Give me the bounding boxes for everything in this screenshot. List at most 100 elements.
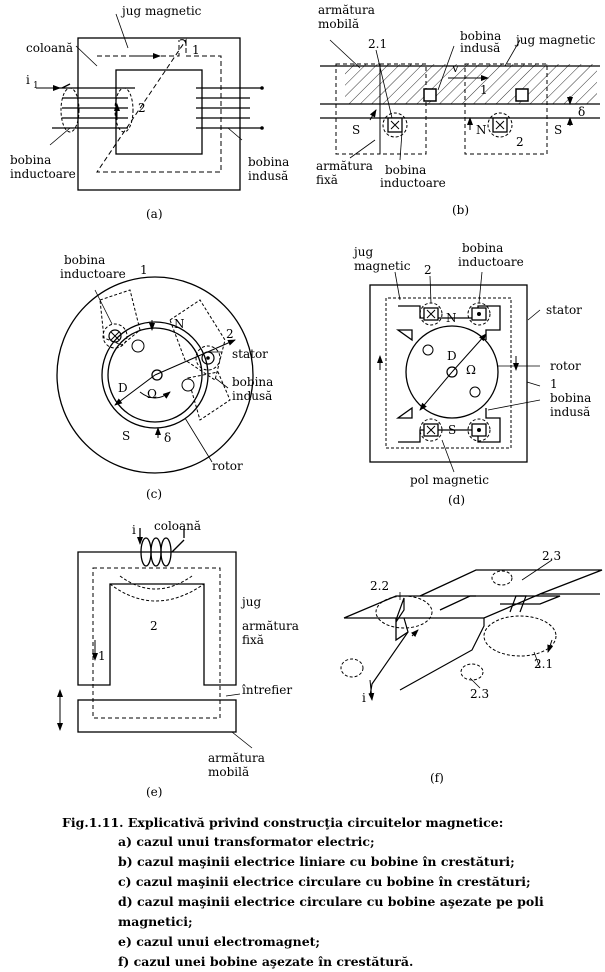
label-pole-n: N (446, 311, 457, 325)
label-pole-magnetic: pol magnetic (410, 473, 489, 487)
label-mark-2-3a: 2.3 (542, 549, 561, 563)
label-induced-2: indusă (550, 405, 590, 419)
panel-a-transformer: jug magnetic coloană i 1 1 2 bobina indu… (10, 4, 289, 221)
label-mark-1: 1 (550, 377, 558, 391)
label-inductor-2: inductoare (458, 255, 524, 269)
label-velocity: v (451, 61, 459, 75)
panel-c-rotary-machine: bobina inductoare 1 N 2 stator bobina in… (56, 253, 273, 501)
label-mobile-2: mobilă (208, 765, 249, 779)
panel-e-tag: (e) (146, 785, 162, 799)
caption-item-d: d) cazul maşinii electrice circulare cu … (118, 894, 544, 929)
panel-c-tag: (c) (146, 487, 162, 501)
label-inductor-1: bobina (10, 153, 51, 167)
label-delta: δ (164, 431, 171, 445)
caption-title: Fig.1.11. Explicativă privind construcţi… (62, 815, 504, 830)
label-rotor: rotor (212, 459, 243, 473)
label-mark-1: 1 (98, 649, 106, 663)
label-omega: Ω (147, 387, 157, 401)
label-mark-2-1: 2.1 (534, 657, 553, 671)
figure-drawing: jug magnetic coloană i 1 1 2 bobina indu… (10, 3, 603, 799)
label-jug-magnetic: jug magnetic (120, 4, 202, 18)
panel-d-tag: (d) (448, 493, 465, 507)
flux-path-1 (96, 38, 222, 173)
panel-d-salient-pole-machine: jug magnetic 2 bobina inductoare stator … (352, 241, 591, 507)
label-fixed-2: fixă (242, 633, 264, 647)
label-inductor-1: bobina (385, 163, 426, 177)
label-mark-2-2: 2.2 (370, 579, 389, 593)
label-pole-n: N (476, 123, 487, 137)
mobile-armature (345, 64, 597, 104)
label-induced-1: bobina (248, 155, 289, 169)
label-jug-1: jug (352, 245, 373, 259)
label-mark-1: 1 (192, 43, 200, 57)
label-mark-1: 1 (480, 83, 488, 97)
label-mobile-2: mobilă (318, 17, 359, 31)
panel-e-electromagnet: coloană i jug armătura fixă 2 1 întrefie… (57, 519, 299, 799)
panel-b-tag: (b) (452, 203, 469, 217)
slot-conductor (423, 88, 437, 102)
label-fixed-2: fixă (316, 173, 338, 187)
slot-conductor (515, 88, 529, 102)
label-pole-s1: S (352, 123, 360, 137)
label-omega: Ω (466, 363, 476, 377)
label-pole-s2: S (554, 123, 562, 137)
label-induced-1: bobina (550, 391, 591, 405)
label-inductor-2: inductoare (10, 167, 76, 181)
panel-a-tag: (a) (146, 207, 163, 221)
label-jug-magnetic: jug magnetic (514, 33, 596, 47)
stator-yoke (369, 284, 528, 463)
secondary-coil (196, 87, 262, 129)
mobile-armature (77, 699, 237, 733)
label-mark-2: 2 (150, 619, 158, 633)
label-mark-2: 2 (424, 263, 432, 277)
label-mark-2: 2 (138, 101, 146, 115)
label-inductor-1: bobina (462, 241, 503, 255)
caption-item-a: a) cazul unui transformator electric; (118, 834, 375, 849)
label-gap: întrefier (242, 683, 292, 697)
label-delta: δ (578, 105, 585, 119)
label-induced-1: bobina (232, 375, 273, 389)
label-fixed-1: armătura (316, 159, 373, 173)
label-induced-2: indusă (248, 169, 288, 183)
label-current: i (362, 691, 366, 705)
label-diameter: D (447, 349, 457, 363)
label-inductor-2: inductoare (60, 267, 126, 281)
label-mark-2-1: 2.1 (368, 37, 387, 51)
label-induced-2: indusă (460, 41, 500, 55)
label-mark-2: 2 (226, 327, 234, 341)
caption-item-c: c) cazul maşinii electrice circulare cu … (118, 874, 531, 889)
label-current: i (26, 73, 30, 87)
label-induced-1: bobina (460, 29, 501, 43)
label-pole-n: N (174, 317, 185, 331)
caption-item-f: f) cazul unei bobine aşezate în crestătu… (118, 954, 414, 969)
bottom-pole (395, 406, 501, 443)
caption-item-b: b) cazul maşinii electrice liniare cu bo… (118, 854, 515, 869)
label-mark-2-3b: 2.3 (470, 687, 489, 701)
rotor (405, 325, 499, 419)
label-current: i (132, 523, 136, 537)
primary-coil (52, 83, 135, 129)
label-pole-s: S (448, 423, 456, 437)
label-rotor: rotor (550, 359, 581, 373)
panel-f-slot-coil: 2.3 2.2 2.1 2.3 i (f) (340, 549, 603, 785)
label-stator: stator (546, 303, 582, 317)
label-diameter: D (118, 381, 128, 395)
label-mobile-1: armătura (318, 3, 375, 17)
label-induced-2: indusă (232, 389, 272, 403)
label-mark-2: 2 (516, 135, 524, 149)
label-jug-2: magnetic (354, 259, 411, 273)
label-coloana: coloană (26, 41, 73, 55)
caption-item-e: e) cazul unui electromagnet; (118, 934, 321, 949)
label-jug: jug (240, 595, 261, 609)
label-coloana: coloană (154, 519, 201, 533)
figure-caption: Fig.1.11. Explicativă privind construcţi… (62, 814, 602, 972)
rotor (107, 327, 203, 423)
panel-b-linear-machine: armătura mobilă bobina indusă jug magnet… (316, 3, 600, 217)
stator-outer (56, 276, 254, 474)
core-outer (77, 37, 241, 191)
label-current-sub: 1 (33, 81, 39, 91)
top-pole (395, 305, 501, 342)
label-mark-1: 1 (140, 263, 148, 277)
label-mobile-1: armătura (208, 751, 265, 765)
label-fixed-1: armătura (242, 619, 299, 633)
